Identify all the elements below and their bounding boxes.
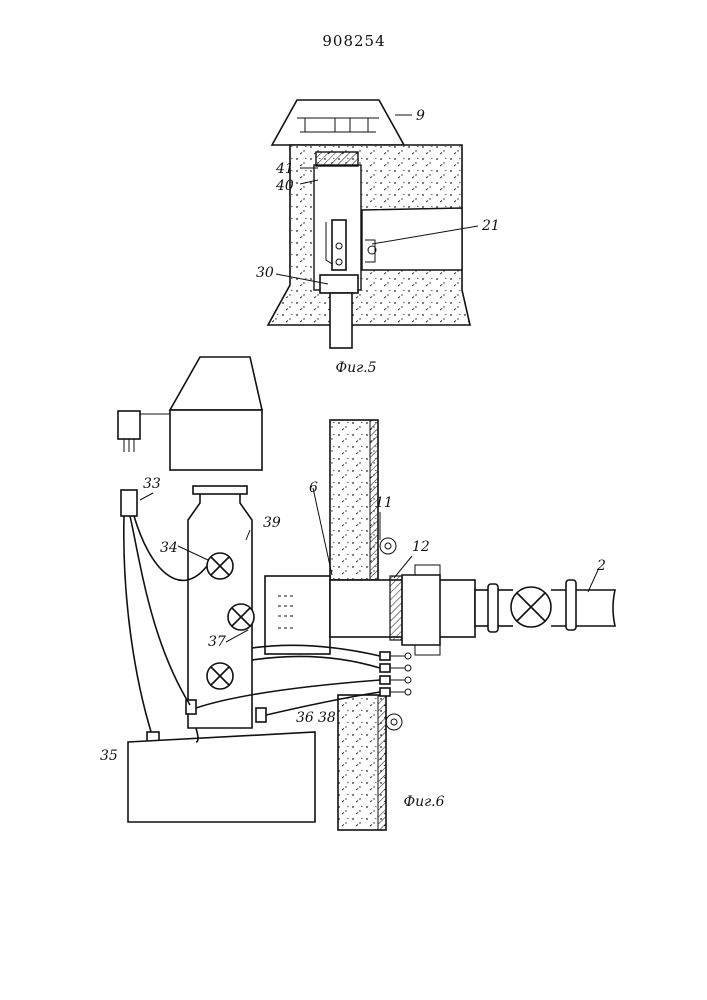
label-9: 9 xyxy=(416,108,425,124)
patent-number: 908254 xyxy=(322,32,385,50)
hood xyxy=(170,357,262,410)
caption-fig5: Фиг.5 xyxy=(335,360,376,376)
plate-40 xyxy=(316,152,358,166)
label-39: 39 xyxy=(263,515,281,531)
figure-5: 9 41 40 21 30 Фиг.5 xyxy=(256,100,500,376)
label-41: 41 xyxy=(275,161,294,177)
plug-33 xyxy=(121,490,137,516)
wire-1 xyxy=(124,516,152,735)
label-40: 40 xyxy=(275,178,294,194)
label-38: 38 xyxy=(318,710,336,726)
label-12: 12 xyxy=(412,539,430,555)
controller-35 xyxy=(128,732,315,822)
label-11: 11 xyxy=(375,495,393,511)
cap-9 xyxy=(272,100,404,145)
label-33: 33 xyxy=(143,476,161,492)
label-34: 34 xyxy=(160,540,178,556)
label-36: 36 xyxy=(296,710,314,726)
gauge-34 xyxy=(207,553,233,579)
sensor-body xyxy=(332,220,346,270)
bracket-11 xyxy=(380,538,396,554)
pipe-30 xyxy=(330,293,352,348)
funnel-cavity xyxy=(362,208,462,270)
figure-6: 33 39 34 37 36 38 35 6 11 12 2 Фиг.6 xyxy=(100,357,615,830)
label-6: 6 xyxy=(309,480,318,496)
gauge-lower xyxy=(207,663,233,689)
label-37: 37 xyxy=(208,634,226,650)
valve-housing xyxy=(265,576,330,654)
hood-box xyxy=(170,410,262,470)
label-2: 2 xyxy=(596,558,606,574)
plug-top xyxy=(118,411,140,439)
bracket-lower xyxy=(386,714,402,730)
hose-connectors xyxy=(380,652,411,696)
caption-fig6: Фиг.6 xyxy=(403,794,444,810)
label-30: 30 xyxy=(256,265,274,281)
label-21: 21 xyxy=(481,218,500,234)
label-35: 35 xyxy=(100,748,118,764)
gauge-37 xyxy=(228,604,254,630)
